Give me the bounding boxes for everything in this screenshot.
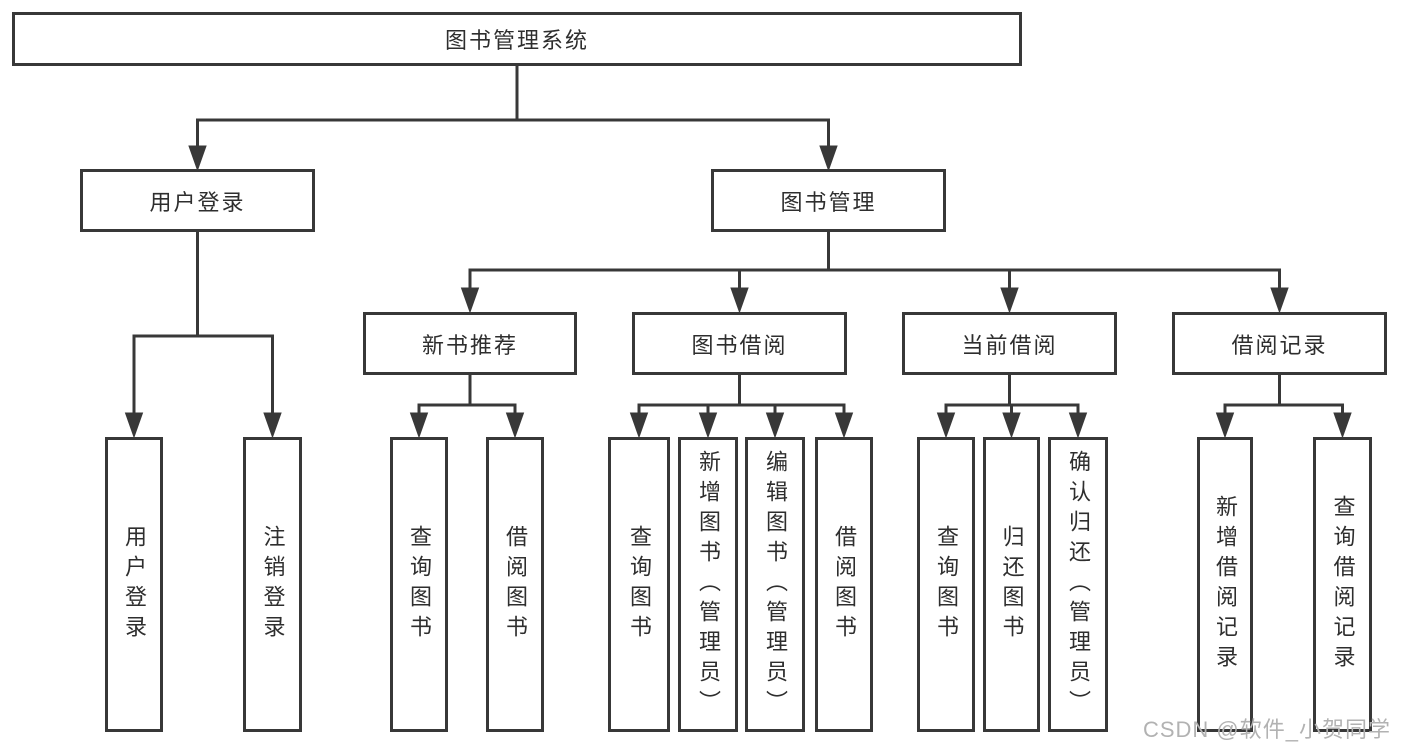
leaf-query-books-current-label: 查询图书 (934, 524, 959, 645)
leaf-query-books-borrow: 查询图书 (608, 437, 670, 732)
node-new-book-recommendation: 新书推荐 (363, 312, 577, 375)
node-borrowing-records: 借阅记录 (1172, 312, 1387, 375)
node-book-management: 图书管理 (711, 169, 946, 232)
watermark: CSDN @软件_小贺同学 (1142, 717, 1391, 742)
leaf-borrow-books-recommend: 借阅图书 (486, 437, 544, 732)
leaf-borrow-books-recommend-label: 借阅图书 (503, 524, 528, 645)
leaf-add-borrow-record-label: 新增借阅记录 (1213, 494, 1238, 675)
leaf-query-books-current: 查询图书 (917, 437, 975, 732)
leaf-edit-books-admin-label: 编辑图书（管理员） (763, 449, 788, 720)
leaf-query-books-borrow-label: 查询图书 (627, 524, 652, 645)
leaf-return-books: 归还图书 (983, 437, 1040, 732)
leaf-user-login: 用户登录 (105, 437, 163, 732)
leaf-logout: 注销登录 (243, 437, 302, 732)
leaf-query-books-recommend: 查询图书 (390, 437, 448, 732)
leaf-add-books-admin: 新增图书（管理员） (678, 437, 738, 732)
leaf-query-borrow-record: 查询借阅记录 (1313, 437, 1372, 732)
leaf-confirm-return-admin: 确认归还（管理员） (1048, 437, 1108, 732)
leaf-borrow-books-borrow-label: 借阅图书 (832, 524, 857, 645)
node-current-borrowing: 当前借阅 (902, 312, 1117, 375)
leaf-query-books-recommend-label: 查询图书 (407, 524, 432, 645)
leaf-user-login-label: 用户登录 (122, 524, 147, 645)
node-user-login: 用户登录 (80, 169, 315, 232)
leaf-edit-books-admin: 编辑图书（管理员） (745, 437, 805, 732)
leaf-add-borrow-record: 新增借阅记录 (1197, 437, 1253, 732)
leaf-logout-label: 注销登录 (260, 524, 286, 645)
leaf-query-borrow-record-label: 查询借阅记录 (1330, 494, 1356, 675)
leaf-return-books-label: 归还图书 (999, 524, 1025, 645)
leaf-borrow-books-borrow: 借阅图书 (815, 437, 873, 732)
node-root: 图书管理系统 (12, 12, 1022, 66)
leaf-confirm-return-admin-label: 确认归还（管理员） (1066, 449, 1091, 720)
leaf-add-books-admin-label: 新增图书（管理员） (696, 449, 721, 720)
node-book-borrowing: 图书借阅 (632, 312, 847, 375)
